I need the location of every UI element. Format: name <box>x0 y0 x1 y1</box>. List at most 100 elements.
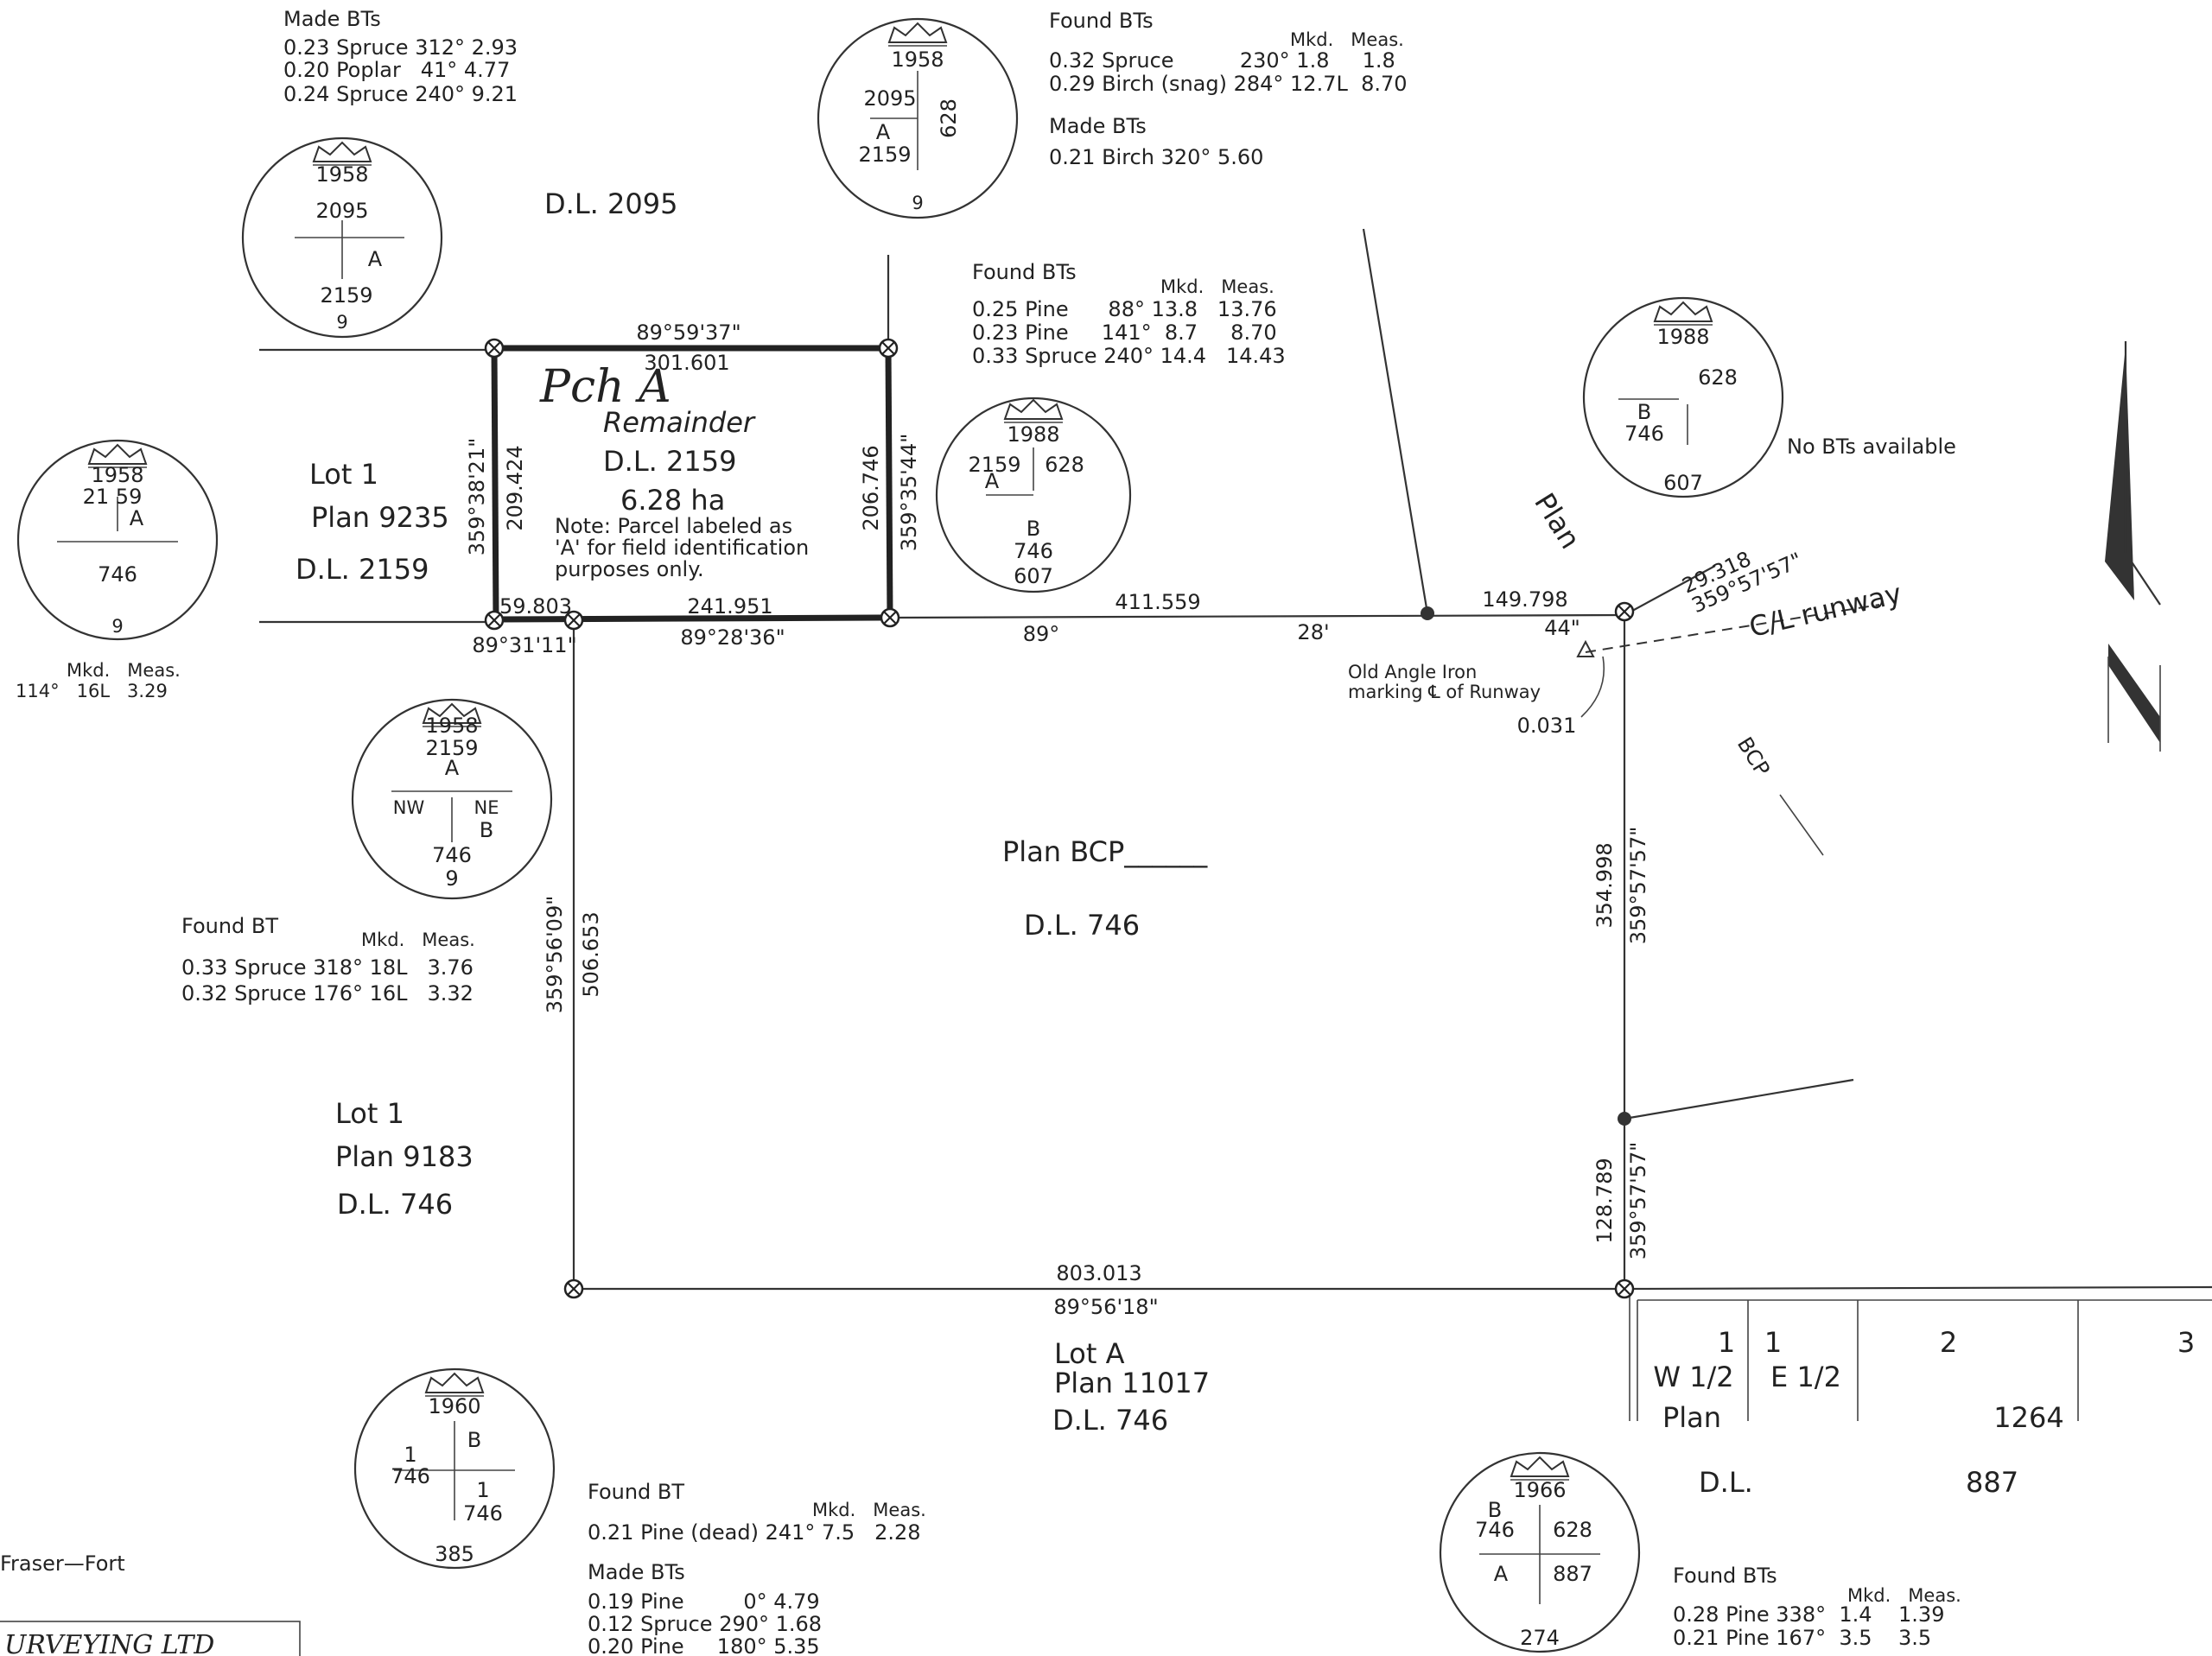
post-year: 1958 <box>315 162 368 187</box>
bt-header: Mkd. Meas. <box>67 660 181 681</box>
subdivision-half: E 1/2 <box>1770 1361 1841 1393</box>
bt-row: 0.21 Pine 167° 3.5 3.5 <box>1673 1626 1931 1650</box>
crown-icon <box>1003 398 1064 420</box>
subdivision-lot: 3 <box>2177 1326 2195 1359</box>
monument-marker <box>563 610 584 631</box>
plan-label: Plan 9235 <box>311 501 449 534</box>
bt-row: 0.28 Pine 338° 1.4 1.39 <box>1673 1602 1944 1627</box>
runway-label: C/L runway <box>1746 577 1905 644</box>
post-lot-top-right: B <box>467 1428 481 1452</box>
bearing-label: 359°56'09" <box>543 896 567 1014</box>
bt-title: Found BTs <box>1049 9 1154 33</box>
monument-marker <box>1614 1278 1635 1299</box>
post-lot-top-right: 628 <box>1553 1518 1592 1542</box>
post-lot-mid: B <box>1027 517 1040 541</box>
post-lot-bottom: 746 <box>98 562 137 587</box>
bearing-label: 359°57'57" <box>1626 1142 1650 1260</box>
parcel-south-boundary <box>495 614 891 623</box>
monuments <box>484 338 1635 1299</box>
post-lot-left: 746 <box>391 1464 430 1488</box>
parcel-note-line: Note: Parcel labeled as <box>555 514 792 538</box>
monument-marker <box>563 1278 584 1299</box>
bt-row: 0.12 Spruce 290° 1.68 <box>588 1612 822 1636</box>
distance-label: 149.798 <box>1482 587 1567 612</box>
subdivision-plan-label: Plan <box>1662 1401 1721 1434</box>
district-lot-label: D.L. 2159 <box>296 553 429 586</box>
bt-row: 0.19 Pine 0° 4.79 <box>588 1589 820 1614</box>
crown-icon <box>1510 1456 1570 1477</box>
post-lot-right: 746 <box>463 1501 503 1526</box>
bearing-label: 89°59'37" <box>636 320 741 345</box>
south-lot-line <box>889 613 1625 619</box>
parcel-note-line: 'A' for field identification <box>555 536 809 560</box>
bt-row: 0.23 Spruce 312° 2.93 <box>283 35 518 60</box>
offset-label: 0.031 <box>1517 714 1577 738</box>
angle-iron-triangle <box>1576 639 1595 657</box>
plan-boundary-line <box>1362 228 1429 614</box>
parcel-remainder-label: Remainder <box>603 406 756 439</box>
bearing-label: 89° <box>1023 622 1060 646</box>
post-number: 9 <box>445 866 458 891</box>
bt-title: Found BT <box>588 1480 684 1504</box>
no-bts-label: No BTs available <box>1787 435 1956 459</box>
post-lot-right: 628 <box>937 98 961 138</box>
post-year: 1958 <box>425 714 478 738</box>
firm-name: URVEYING LTD <box>4 1630 214 1656</box>
post-lot-top: 2095 <box>315 199 368 223</box>
bt-row: 0.24 Spruce 240° 9.21 <box>283 82 518 106</box>
bt-title: Made BTs <box>588 1560 685 1584</box>
parcel-east-boundary <box>885 347 893 619</box>
title-block-box <box>0 1621 301 1656</box>
crown-icon <box>1653 301 1713 322</box>
crown-icon <box>887 22 948 43</box>
post-lot-bottom: 2159 <box>858 143 911 167</box>
distance-label: 354.998 <box>1592 842 1617 928</box>
bt-row: 0.20 Poplar 41° 4.77 <box>283 58 510 82</box>
post-lot-left: 746 <box>1475 1518 1515 1542</box>
post-lot-top: 21 59 <box>83 485 143 509</box>
parcel-note-line: purposes only. <box>555 557 704 581</box>
district-lot-label: D.L. 746 <box>1024 909 1140 942</box>
post-year: 1958 <box>91 463 143 487</box>
parcel-a-outline <box>491 345 893 623</box>
bearing-label: 89°31'11" <box>472 633 576 657</box>
bearing-trees-left-cut: Mkd. Meas. 114° 16L 3.29 <box>16 660 181 701</box>
bcp-leader-line <box>1779 794 1824 856</box>
post-number: 385 <box>435 1542 474 1566</box>
post-lot-bottom-left: A <box>1494 1562 1509 1586</box>
bt-row: 0.32 Spruce 176° 16L 3.32 <box>181 981 474 1006</box>
bearing-label: 89°56'18" <box>1053 1295 1158 1319</box>
post-lot-right: A <box>130 506 144 530</box>
bcp-label: BCP <box>1732 733 1775 780</box>
lot-label: Lot 1 <box>309 458 378 491</box>
post-lot-right: A <box>368 247 383 271</box>
crown-icon <box>424 1372 485 1393</box>
district-lot-number: 887 <box>1966 1466 2018 1499</box>
bt-title: Found BT <box>181 914 278 938</box>
bearing-trees-top-right: Found BTs Mkd. Meas. 0.32 Spruce 230° 1.… <box>1049 9 1408 169</box>
post-lot-bottom: 746 <box>1624 422 1664 446</box>
parcel-west-boundary <box>491 347 499 620</box>
bearing-label: 359°35'44" <box>897 434 921 552</box>
subdivision-lot: 2 <box>1940 1326 1957 1359</box>
post-lot-top: 2159 <box>425 736 478 760</box>
parcel-lot-label: D.L. 2159 <box>603 445 736 478</box>
bearing-label: 28' <box>1297 620 1329 644</box>
post-quarter-ne: NE <box>474 797 499 818</box>
distance-label: 301.601 <box>644 351 729 375</box>
bt-row: 114° 16L 3.29 <box>16 681 168 701</box>
post-marker-p7: 1960 1 746 B 1 746 385 <box>353 1367 556 1570</box>
distance-label: 506.653 <box>579 911 603 997</box>
post-number: 9 <box>336 312 347 333</box>
bt-title: Found BTs <box>1673 1564 1777 1588</box>
bearing-label: 359°57'57" <box>1626 827 1650 945</box>
distance-label: 209.424 <box>503 445 527 530</box>
post-number: 9 <box>912 193 923 213</box>
post-marker-p2: 1958 2095 A 2159 628 9 <box>817 17 1019 219</box>
bt-row: 0.25 Pine 88° 13.8 13.76 <box>972 297 1277 321</box>
lot-label: Lot A <box>1054 1337 1125 1370</box>
bt-header: Mkd. Meas. <box>812 1500 926 1520</box>
bt-row: 0.21 Birch 320° 5.60 <box>1049 145 1263 169</box>
bt-row: 0.23 Pine 141° 8.7 8.70 <box>972 320 1277 345</box>
